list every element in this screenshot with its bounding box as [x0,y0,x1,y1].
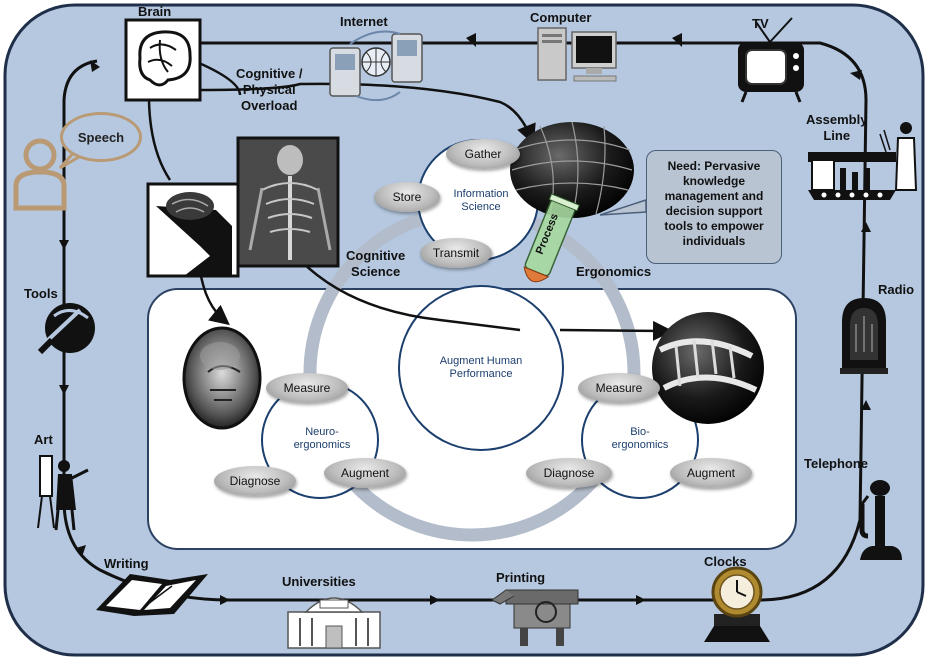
label-bioergonomics: Bio- ergonomics [611,426,669,451]
printing-press-icon [491,589,579,646]
label-tools: Tools [24,286,58,301]
label-assembly-line: Assembly Line [806,112,868,143]
label-art: Art [34,432,53,447]
label-cognitive-science: Cognitive Science [346,248,406,279]
speech-bubble: Speech [60,112,142,162]
internet-icon [329,30,423,102]
clock-icon [704,566,770,642]
label-universities: Universities [282,574,356,589]
timeline-arrowheads [59,33,871,605]
art-painter-icon [37,455,89,531]
tools-icon [37,303,95,355]
computer-icon [537,27,617,82]
dna-sphere-icon [652,312,764,424]
information-globe-icon [510,121,634,219]
label-tv: TV [752,16,769,31]
head-brain-icon [146,182,240,278]
label-neuroergonomics: Neuro- ergonomics [293,426,351,451]
telephone-icon [859,480,902,560]
brain-icon [124,18,202,102]
label-augment-performance: Augment Human Performance [439,355,523,380]
writing-book-icon [96,574,208,616]
assembly-line-icon [808,122,918,200]
radio-icon [840,298,888,374]
label-printing: Printing [496,570,546,585]
pill-transmit: Transmit [420,238,492,268]
pill-gather: Gather [446,139,520,169]
pill-neuro-augment: Augment [324,458,406,488]
augment-performance-circle [398,285,564,451]
pill-neuro-diagnose: Diagnose [214,466,296,496]
label-internet: Internet [340,14,388,29]
speech-label: Speech [77,129,125,145]
pill-store: Store [374,182,440,212]
pill-neuro-measure: Measure [266,373,348,403]
need-callout: Need: Pervasive knowledge management and… [646,150,782,264]
pill-bio-diagnose: Diagnose [526,458,612,488]
xray-body-icon [236,136,340,268]
label-overload: Cognitive / Physical Overload [236,66,303,113]
university-icon [287,597,381,649]
label-clocks: Clocks [704,554,747,569]
label-ergonomics: Ergonomics [576,264,652,279]
xray-head-icon [182,326,262,430]
label-computer: Computer [530,10,592,25]
label-information-science: Information Science [453,188,509,213]
tv-icon [738,17,804,103]
speaker-person-icon [13,138,67,211]
pill-bio-measure: Measure [578,373,660,403]
label-writing: Writing [104,556,149,571]
pill-bio-augment: Augment [670,458,752,488]
label-radio: Radio [878,282,915,297]
process-tube-icon [523,193,580,283]
label-brain: Brain [138,4,172,19]
label-telephone: Telephone [804,456,869,471]
